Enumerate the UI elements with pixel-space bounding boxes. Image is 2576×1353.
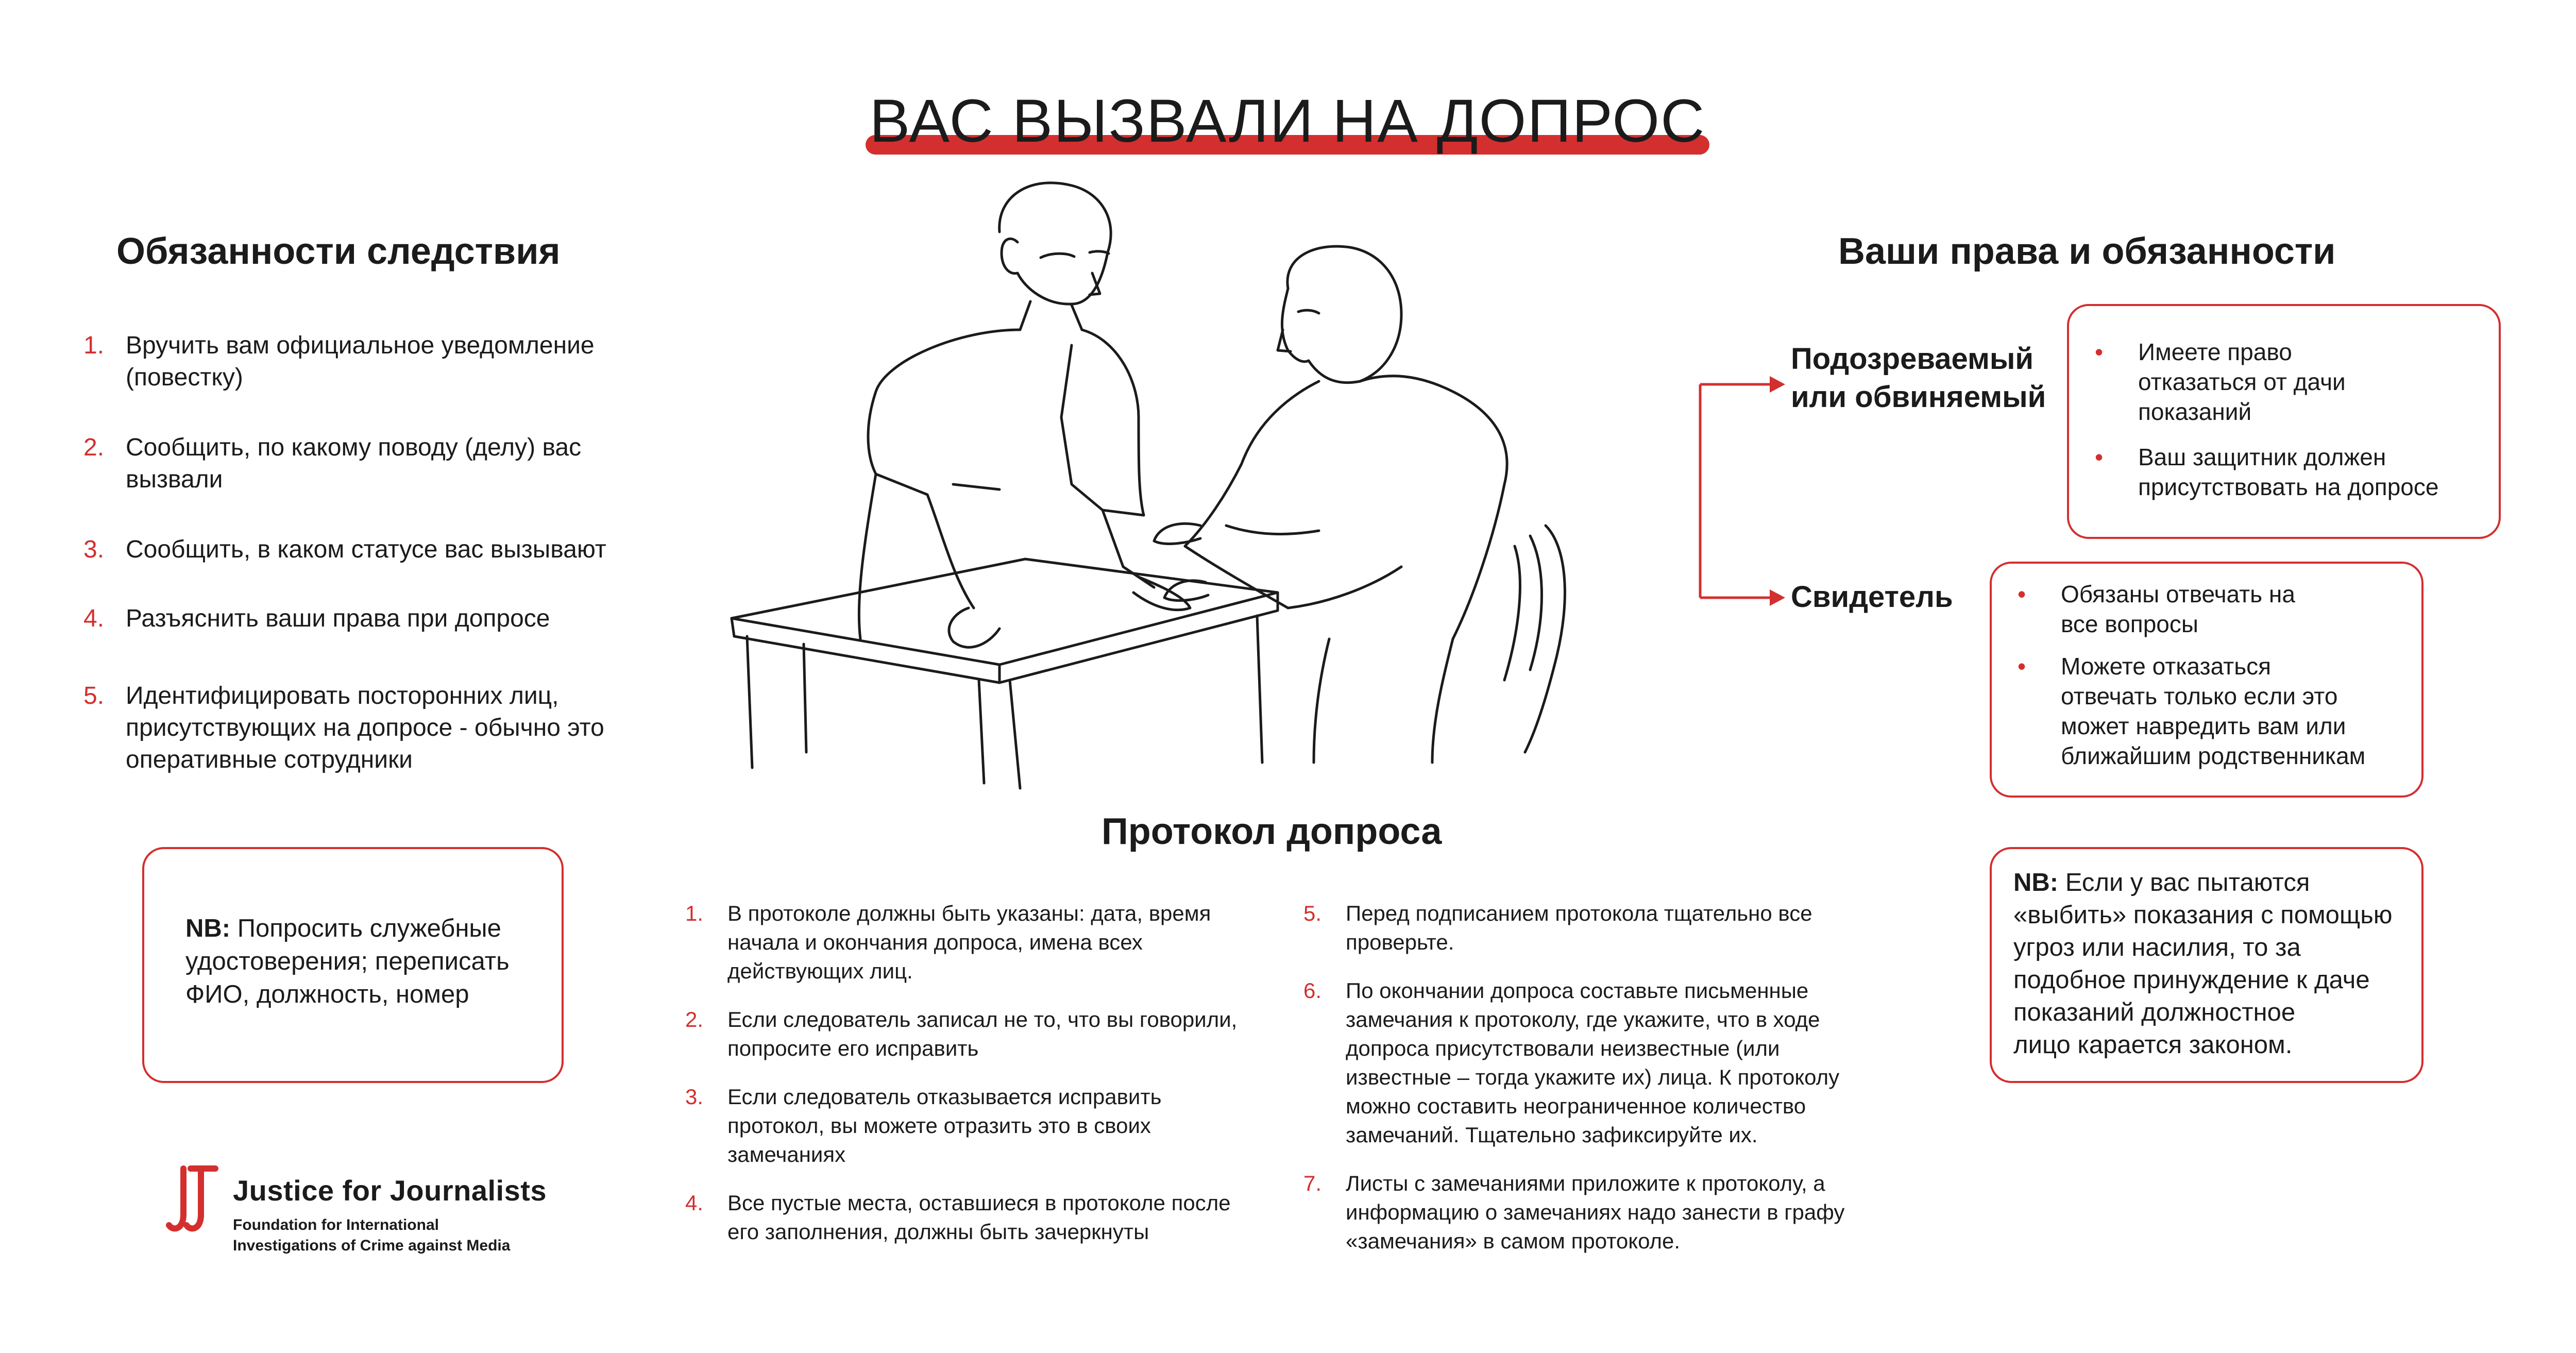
page-title: ВАС ВЫЗВАЛИ НА ДОПРОС [869, 87, 1706, 155]
suspect-label: Подозреваемый или обвиняемый [1791, 342, 2046, 414]
list-item: 1. Вручить вам официальное уведомление (… [83, 332, 595, 391]
list-item: 5. Идентифицировать посторонних лиц, при… [83, 682, 604, 773]
list-item: 6. По окончании допроса составьте письме… [1303, 978, 1840, 1147]
interrogation-illustration [730, 181, 1566, 790]
list-item: 7. Листы с замечаниями приложите к прото… [1303, 1171, 1845, 1253]
protocol-heading: Протокол допроса [1101, 811, 1442, 852]
witness-duties-box: • Обязаны отвечать на все вопросы • Може… [1990, 562, 2424, 798]
investigation-duties-heading: Обязанности следствия [116, 231, 561, 272]
list-item: 4. Все пустые места, оставшиеся в проток… [685, 1191, 1231, 1244]
protocol-list-right: 5. Перед подписанием протокола тщательно… [1303, 899, 1922, 1256]
nb-box-credentials: NB: Попросить служебные удостоверения; п… [142, 847, 564, 1083]
list-item: 5. Перед подписанием протокола тщательно… [1303, 901, 1812, 954]
logo-name: Justice for Journalists [233, 1174, 547, 1207]
list-item: • Имеете право отказаться от дачи показа… [2095, 339, 2346, 425]
list-item: 1. В протоколе должны быть указаны: дата… [685, 901, 1211, 983]
list-item: 2. Если следователь записал не то, что в… [685, 1007, 1238, 1060]
logo-tagline: Foundation for International Investigati… [233, 1216, 511, 1254]
list-item: • Ваш защитник должен присутствовать на … [2095, 444, 2439, 500]
nb-box-coercion: NB: Если у вас пытаются «выбить» показан… [1990, 847, 2424, 1083]
list-item: 4. Разъяснить ваши права при допросе [83, 605, 550, 632]
list-item: 3. Если следователь отказывается исправи… [685, 1085, 1162, 1166]
suspect-rights-box: • Имеете право отказаться от дачи показа… [2067, 304, 2501, 539]
title-underline [866, 135, 1709, 155]
witness-label: Свидетель [1791, 580, 1953, 614]
list-item: • Обязаны отвечать на все вопросы [2018, 581, 2295, 637]
investigation-duties-list: 1. Вручить вам официальное уведомление (… [83, 330, 691, 776]
protocol-list-left: 1. В протоколе должны быть указаны: дата… [685, 899, 1293, 1246]
jfj-logo-icon [166, 1165, 218, 1232]
role-connector-arrows [1699, 376, 1785, 606]
list-item: 3. Сообщить, в каком статусе вас вызываю… [83, 536, 606, 563]
list-item: • Можете отказаться отвечать только если… [2018, 653, 2366, 769]
list-item: 2. Сообщить, по какому поводу (делу) вас… [83, 434, 582, 493]
rights-duties-heading: Ваши права и обязанности [1838, 231, 2336, 272]
